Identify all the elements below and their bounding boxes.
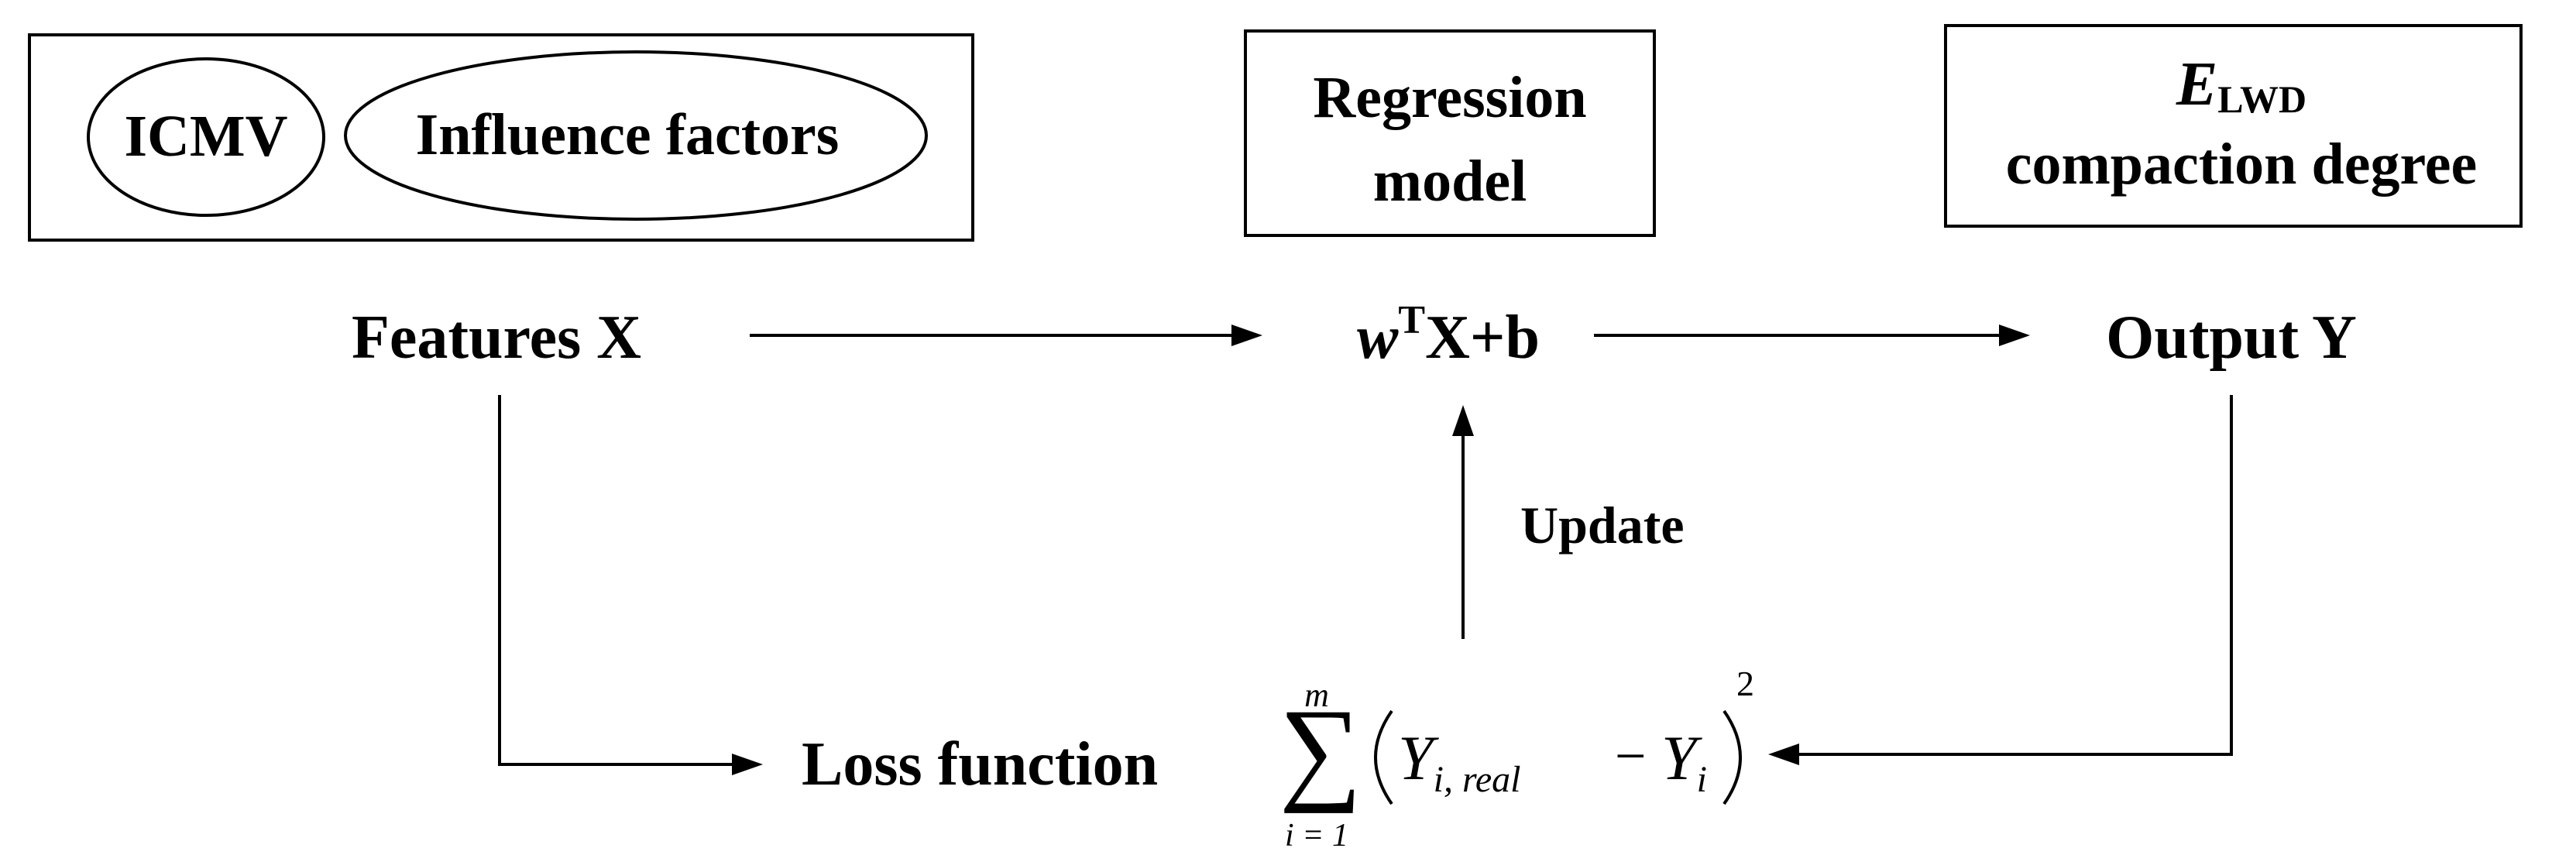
regression-model-frame	[1244, 29, 1656, 237]
regression-label: Regression	[1313, 65, 1586, 130]
target-box: ELWD compaction degree	[1944, 24, 2523, 228]
minus-sign: −	[1615, 725, 1647, 787]
loss-formula: ∑ m i = 1 Yi, real − Yi 2	[1279, 664, 1754, 853]
model-expression: wTX+b	[1357, 298, 1540, 372]
target-frame	[1944, 24, 2523, 228]
summation-symbol: ∑	[1279, 685, 1362, 814]
compaction-degree-label: compaction degree	[2006, 132, 2478, 197]
arrow-features-to-loss	[498, 395, 763, 775]
left-paren	[1374, 709, 1393, 805]
right-paren	[1722, 709, 1742, 805]
y-real-term: Yi, real	[1398, 723, 1520, 800]
output-y-label: Output Y	[2106, 304, 2357, 372]
y-pred-term: Yi	[1661, 723, 1707, 800]
input-features-frame	[28, 33, 974, 242]
arrow-model-to-output	[1594, 325, 2030, 346]
exponent: 2	[1736, 664, 1754, 703]
loss-function-label: Loss function	[802, 730, 1158, 798]
icmv-label: ICMV	[124, 104, 287, 169]
upper-limit: m	[1304, 676, 1329, 714]
elwd-label: ELWD	[2176, 50, 2306, 121]
arrow-output-to-loss	[1768, 395, 2233, 765]
icmv-ellipse	[87, 57, 325, 217]
influence-factors-label: Influence factors	[416, 102, 840, 167]
regression-model-box: Regression model	[1244, 29, 1656, 237]
lower-limit: i = 1	[1285, 818, 1348, 853]
update-label: Update	[1520, 496, 1685, 555]
input-features-box: ICMV Influence factors	[28, 33, 974, 242]
influence-factors-ellipse	[344, 50, 928, 221]
arrow-features-to-model	[750, 325, 1262, 346]
model-label: model	[1373, 149, 1527, 214]
arrow-loss-to-model	[1452, 405, 1474, 639]
features-x-label: Features X	[352, 304, 641, 372]
